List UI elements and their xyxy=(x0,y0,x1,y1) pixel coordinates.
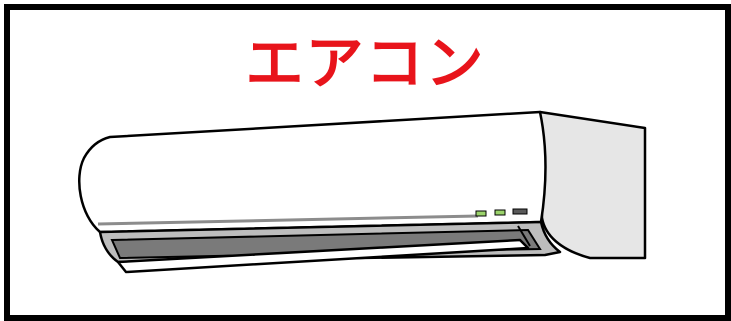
unit-stripe xyxy=(97,214,479,226)
page-title: エアコン xyxy=(245,29,486,97)
indicator-light-2 xyxy=(494,209,506,216)
unit-louver-flap xyxy=(116,238,530,274)
indicator-light-3 xyxy=(512,208,528,215)
unit-louver-edge xyxy=(517,225,531,247)
indicator-light-1 xyxy=(475,210,487,217)
unit-front-body xyxy=(78,110,547,234)
unit-side-panel xyxy=(538,110,647,260)
